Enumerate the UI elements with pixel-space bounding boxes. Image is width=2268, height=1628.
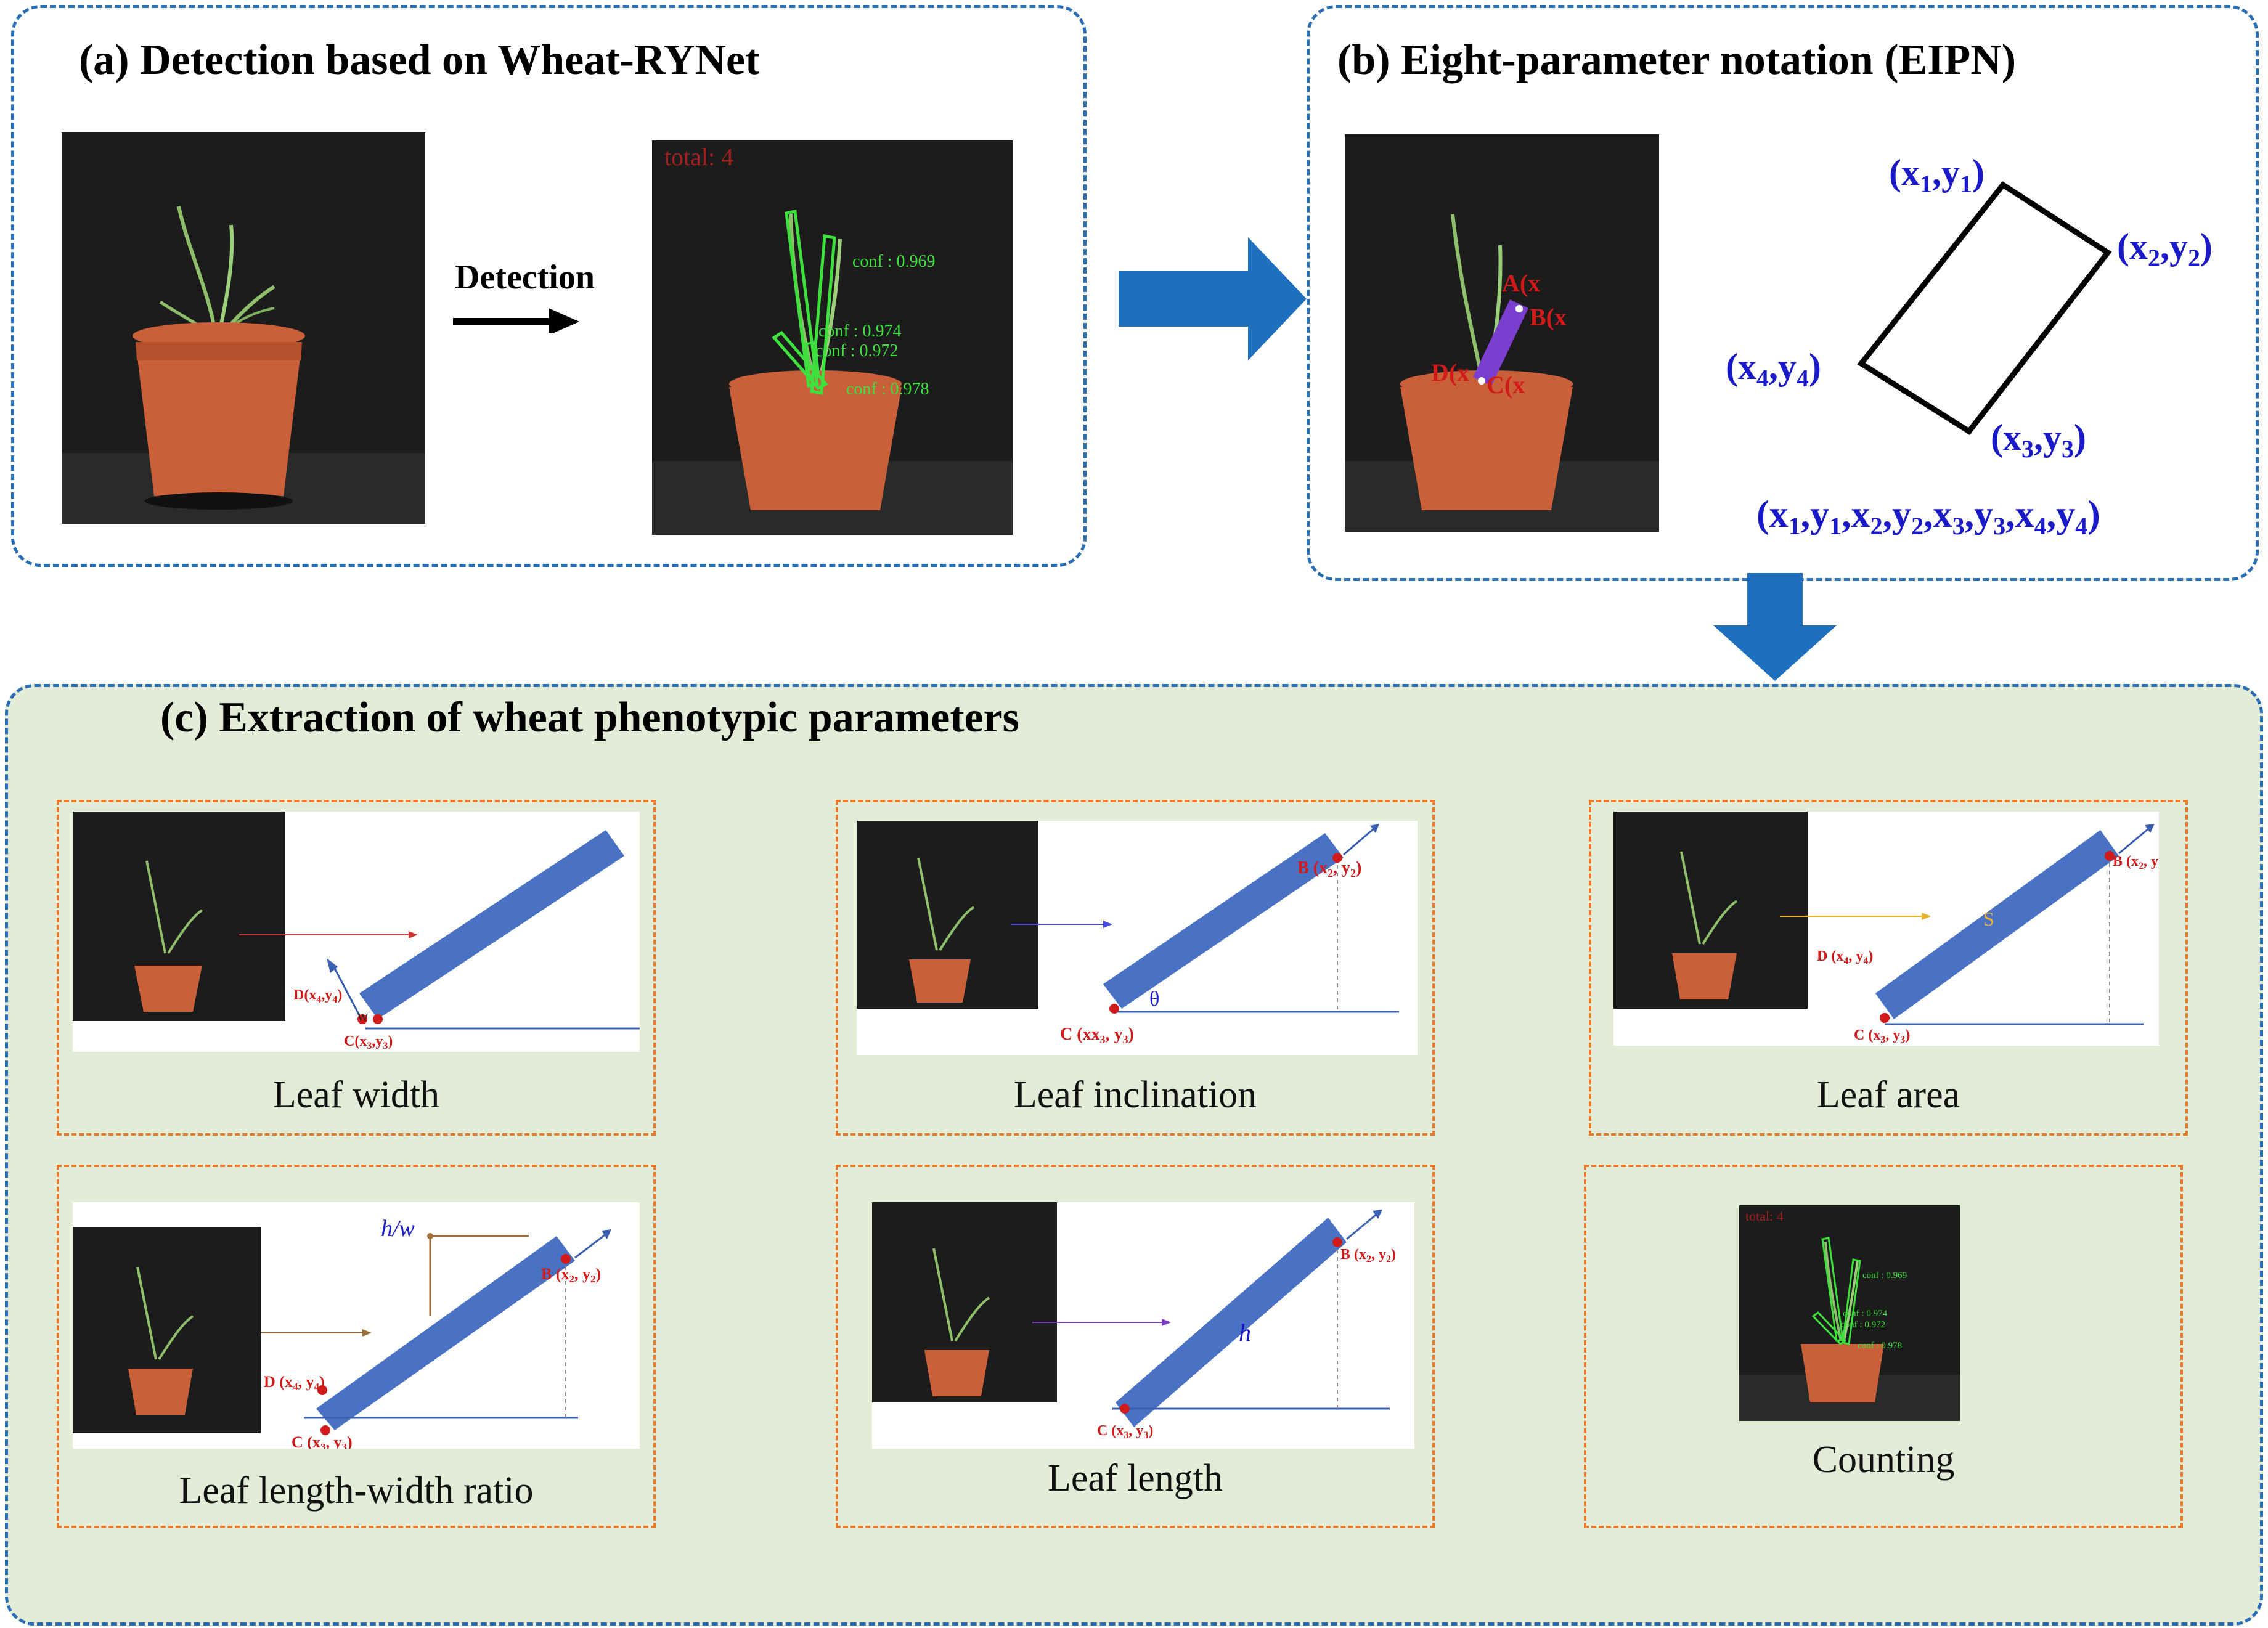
counting-conf-2: conf : 0.974 bbox=[1843, 1309, 1888, 1319]
svg-text:D (x4, y4): D (x4, y4) bbox=[1817, 948, 1873, 966]
svg-text:C (x3, y3): C (x3, y3) bbox=[292, 1433, 353, 1449]
plant-photo-a bbox=[62, 132, 425, 524]
counting-conf-4: conf : 0.978 bbox=[1858, 1341, 1902, 1351]
counting-total: total: 4 bbox=[1745, 1208, 1784, 1224]
total-count-text: total: 4 bbox=[664, 143, 733, 171]
overlay-b-label: B(x bbox=[1530, 303, 1567, 331]
svg-text:C (x3, y3): C (x3, y3) bbox=[1097, 1423, 1153, 1441]
panel-b-title: (b) Eight-parameter notation (EIPN) bbox=[1337, 36, 2017, 84]
subpanel-leaf-length-width-ratio: h/w D (x4, y4) C (x3, y3) B (x2, y2) Lea… bbox=[57, 1165, 656, 1528]
subpanel-leaf-area: S D (x4, y4) C (x3, y3) B (x2, y2) Leaf … bbox=[1589, 800, 2188, 1136]
overlay-c-label: C(x bbox=[1487, 371, 1525, 399]
flow-arrow-down bbox=[1713, 573, 1837, 681]
eipn-diagram: (x1,y1) (x2,y2) (x4,y4) (x3,y3) (x1,y1,x… bbox=[1726, 136, 2256, 555]
svg-text:(x4,y4): (x4,y4) bbox=[1726, 346, 1821, 392]
svg-text:θ: θ bbox=[1149, 988, 1159, 1011]
svg-text:D (x4, y4): D (x4, y4) bbox=[264, 1373, 325, 1393]
subpanel-leaf-length: h C (x3, y3) B (x2, y2) Leaf length bbox=[836, 1165, 1435, 1528]
counting-photo: total: 4 conf : 0.969 conf : 0.974 conf … bbox=[1739, 1205, 1960, 1421]
counting-conf-3: conf : 0.972 bbox=[1841, 1320, 1885, 1330]
conf-text-4: conf : 0.978 bbox=[846, 380, 929, 399]
caption-leaf-width: Leaf width bbox=[272, 1074, 440, 1116]
conf-text-2: conf : 0.974 bbox=[818, 322, 902, 341]
svg-text:S: S bbox=[1983, 908, 1994, 930]
svg-text:B (x2, y2): B (x2, y2) bbox=[1340, 1247, 1396, 1264]
svg-text:C (xx3, y3): C (xx3, y3) bbox=[1060, 1025, 1134, 1046]
svg-text:W: W bbox=[357, 1011, 368, 1024]
svg-text:C (x3, y3): C (x3, y3) bbox=[1854, 1027, 1910, 1045]
svg-text:(x1,y1): (x1,y1) bbox=[1889, 152, 1985, 198]
subpanel-leaf-inclination: θ C (xx3, y3) B (x2, y2) Leaf inclinatio… bbox=[836, 800, 1435, 1136]
detection-arrow bbox=[453, 259, 582, 335]
svg-text:(x1,y1,x2,y2,x3,y3,x4,y4): (x1,y1,x2,y2,x3,y3,x4,y4) bbox=[1756, 494, 2100, 540]
svg-text:B (x2, y2): B (x2, y2) bbox=[541, 1265, 601, 1285]
svg-text:B (x2, y2): B (x2, y2) bbox=[2113, 853, 2159, 871]
detection-label: Detection bbox=[455, 258, 595, 296]
counting-conf-1: conf : 0.969 bbox=[1862, 1271, 1907, 1280]
svg-text:(x2,y2): (x2,y2) bbox=[2117, 226, 2213, 272]
caption-counting: Counting bbox=[1812, 1439, 1955, 1481]
detection-result-photo: total: 4 conf : 0.969 conf : 0.974 conf … bbox=[652, 140, 1013, 535]
svg-text:C(x3,y3): C(x3,y3) bbox=[344, 1033, 393, 1051]
panel-a bbox=[11, 5, 1087, 567]
overlay-a-label: A(x bbox=[1502, 269, 1540, 297]
conf-text-3: conf : 0.972 bbox=[815, 341, 899, 360]
panel-c-title: (c) Extraction of wheat phenotypic param… bbox=[160, 694, 1019, 741]
flow-arrow-right bbox=[1119, 237, 1310, 360]
svg-text:D(x4,y4): D(x4,y4) bbox=[293, 987, 342, 1005]
caption-leaf-area: Leaf area bbox=[1816, 1074, 1960, 1116]
conf-text-1: conf : 0.969 bbox=[852, 252, 936, 271]
svg-text:h: h bbox=[1239, 1319, 1251, 1346]
panel-a-title: (a) Detection based on Wheat-RYNet bbox=[79, 36, 760, 84]
caption-leaf-length: Leaf length bbox=[1047, 1457, 1223, 1499]
overlay-d-label: D(x bbox=[1431, 359, 1469, 386]
caption-leaf-length-width-ratio: Leaf length-width ratio bbox=[179, 1470, 534, 1512]
svg-text:(x3,y3): (x3,y3) bbox=[1991, 417, 2086, 463]
svg-text:h/w: h/w bbox=[381, 1216, 415, 1242]
subpanel-counting: total: 4 conf : 0.969 conf : 0.974 conf … bbox=[1584, 1165, 2183, 1528]
caption-leaf-inclination: Leaf inclination bbox=[1013, 1074, 1257, 1116]
plant-photo-b: A(x B(x D(x C(x bbox=[1345, 134, 1659, 532]
subpanel-leaf-width: D(x4,y4) C(x3,y3) W Leaf width bbox=[57, 800, 695, 1136]
